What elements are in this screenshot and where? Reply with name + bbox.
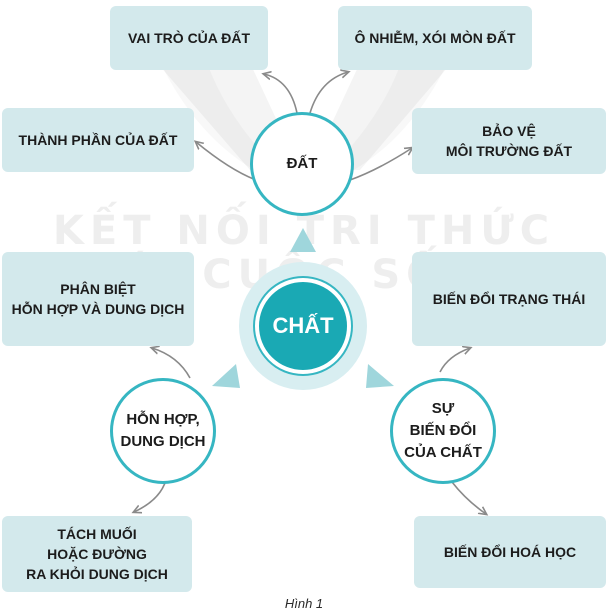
arrow-to-o-nhiem: [309, 72, 348, 114]
box-bien-doi-trang-thai: BIẾN ĐỔI TRẠNG THÁI: [412, 252, 606, 346]
center-chat: CHẤT: [255, 278, 351, 374]
triangle-left: [212, 364, 240, 388]
box-vai-tro-cua-dat: VAI TRÒ CỦA ĐẤT: [110, 6, 268, 70]
triangle-up: [290, 228, 316, 252]
box-phan-biet: PHÂN BIỆT HỖN HỢP VÀ DUNG DỊCH: [2, 252, 194, 346]
box-o-nhiem-xoi-mon-dat: Ô NHIỄM, XÓI MÒN ĐẤT: [338, 6, 532, 70]
figure-caption: Hình 1: [284, 596, 324, 611]
hub-su-bien-doi-cua-chat: SỰ BIẾN ĐỔI CỦA CHẤT: [390, 378, 496, 484]
hub-dat: ĐẤT: [250, 112, 354, 216]
hub-hon-hop-dung-dich: HỖN HỢP, DUNG DỊCH: [110, 378, 216, 484]
box-bao-ve-moi-truong-dat: BẢO VỆ MÔI TRƯỜNG ĐẤT: [412, 108, 606, 174]
arrow-to-vai-tro: [264, 74, 298, 114]
box-tach-muoi: TÁCH MUỐI HOẶC ĐƯỜNG RA KHỎI DUNG DỊCH: [2, 516, 192, 592]
arrow-to-bao-ve: [349, 148, 412, 181]
arrow-to-bien-doi-hoa-hoc: [451, 481, 486, 514]
box-bien-doi-hoa-hoc: BIẾN ĐỔI HOÁ HỌC: [414, 516, 606, 588]
arrow-to-tach-muoi: [134, 479, 167, 512]
box-thanh-phan-cua-dat: THÀNH PHẦN CỦA ĐẤT: [2, 108, 194, 172]
triangle-right: [366, 364, 394, 388]
arrow-to-bien-doi-trang-thai: [439, 348, 470, 373]
arrow-to-thanh-phan: [196, 142, 257, 181]
arrow-to-phan-biet: [152, 348, 191, 379]
